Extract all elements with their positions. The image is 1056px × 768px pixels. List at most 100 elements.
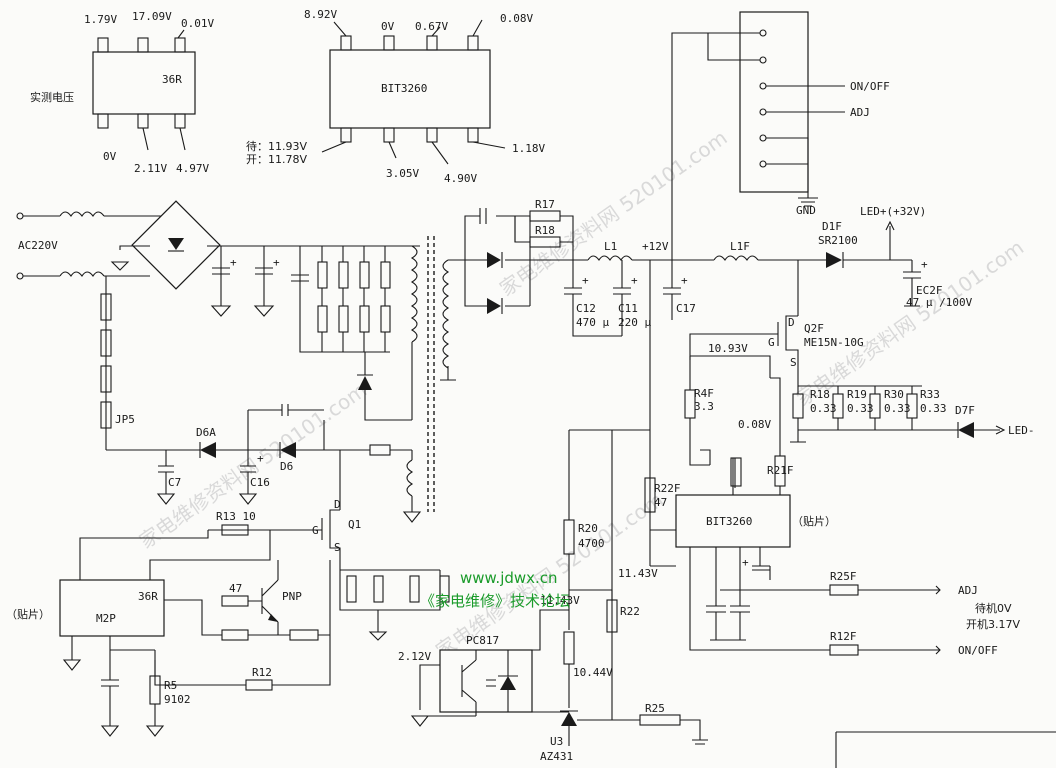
d7f-label: D7F — [955, 404, 975, 417]
adj-input-label: ADJ — [958, 584, 978, 597]
secondary-rectifier: R17 R18 L1 +12V + + C12 470 μ C11 220 μ +… — [448, 32, 973, 530]
svg-text:+: + — [257, 452, 264, 465]
r25f-label: R25F — [830, 570, 857, 583]
r18b-label: R18 — [810, 388, 830, 401]
on-off-input-label: ON/OFF — [958, 644, 998, 657]
measured-voltage-label: 实测电压 — [30, 90, 74, 104]
standby-0v-label: 待机0V — [975, 601, 1012, 615]
v-212-label: 2.12V — [398, 650, 431, 663]
q2f-part: ME15N-10G — [804, 336, 864, 349]
v-1143b-label: 11.43V — [540, 594, 580, 607]
standby-voltage-label: 待：11.93V — [246, 139, 307, 153]
pin-voltage: 0V — [381, 20, 395, 33]
pin-voltage: 3.05V — [386, 167, 419, 180]
c7-label: C7 — [168, 476, 181, 489]
snubber-network — [291, 246, 412, 421]
smd-label: （贴片） — [6, 607, 50, 621]
m2p-name: M2P — [96, 612, 116, 625]
r4f-label: R4F — [694, 387, 714, 400]
power-on-label: 开机3.17V — [966, 617, 1020, 631]
pin-voltage: 0.08V — [500, 12, 533, 25]
c11-value: 220 μ — [618, 316, 651, 329]
d1f-label: D1F — [822, 220, 842, 233]
connector-body — [739, 11, 809, 193]
svg-text:+: + — [631, 274, 638, 287]
primary-controller: D6A D6 C7 + C16 D G S Q1 R13 10 R12 M2P … — [6, 404, 450, 737]
pin-voltage: 1.79V — [84, 13, 117, 26]
svg-text:+: + — [582, 274, 589, 287]
svg-text:+: + — [742, 556, 749, 569]
q1-gate-label: G — [312, 524, 319, 537]
forum-caption: 《家电维修》技术论坛 — [420, 592, 570, 610]
chip-36r-measured: 1.79V 17.09V 0.01V 36R 实测电压 0V 2.11V 4.9… — [30, 10, 214, 175]
svg-text:+: + — [230, 256, 237, 269]
r22f-label: R22F — [654, 482, 681, 495]
pin-voltage: 8.92V — [304, 8, 337, 21]
pin-voltage: 1.18V — [512, 142, 545, 155]
pin-voltage: 17.09V — [132, 10, 172, 23]
ec2f-value: 47 μ /100V — [906, 296, 973, 309]
plus12-label: +12V — [642, 240, 669, 253]
d6a-label: D6A — [196, 426, 216, 439]
svg-text:+: + — [681, 274, 688, 287]
pin-voltage: 0.01V — [181, 17, 214, 30]
q1-source-label: S — [334, 541, 341, 554]
ec2f-label: EC2F — [916, 284, 943, 297]
sr2100-label: SR2100 — [818, 234, 858, 247]
d6-label: D6 — [280, 460, 293, 473]
pin-voltage: 4.97V — [176, 162, 209, 175]
r-value: 0.33 — [810, 402, 837, 415]
connector-adj-label: ADJ — [850, 106, 870, 119]
ac-input-label: AC220V — [18, 239, 58, 252]
q1-drain-label: D — [334, 498, 341, 511]
r21f-label: R21F — [767, 464, 794, 477]
jp5-label: JP5 — [115, 413, 135, 426]
site-url: www.jdwx.cn — [460, 569, 558, 587]
pc817-optocoupler — [439, 649, 533, 713]
chip-bit3260-body — [329, 49, 491, 129]
c12-value: 470 μ — [576, 316, 609, 329]
pin-voltage: 2.11V — [134, 162, 167, 175]
on-voltage-label: 开：11.78V — [246, 153, 307, 166]
chip-name: 36R — [162, 73, 182, 86]
chip-name: BIT3260 — [381, 82, 427, 95]
svg-text:+: + — [273, 256, 280, 269]
r17-label: R17 — [535, 198, 555, 211]
r20-label: R20 — [578, 522, 598, 535]
l1-label: L1 — [604, 240, 617, 253]
q2f-gate-label: G — [768, 336, 775, 349]
c11-label: C11 — [618, 302, 638, 315]
r-value: 0.33 — [847, 402, 874, 415]
chip-bit3260-lower: BIT3260 （贴片） R22F 47 11.43V + R25F R12F … — [611, 429, 1020, 720]
gnd-label: GND — [796, 204, 816, 217]
r-value: 0.33 — [920, 402, 947, 415]
ac-input-section: AC220V + + JP5 — [16, 200, 420, 450]
c12-label: C12 — [576, 302, 596, 315]
r-value: 0.33 — [884, 402, 911, 415]
r22f-value: 47 — [654, 496, 667, 509]
bit3260-lower-body — [675, 494, 791, 548]
transformer — [402, 236, 456, 523]
r22-label: R22 — [620, 605, 640, 618]
r5-value: 9102 — [164, 693, 191, 706]
q1-label: Q1 — [348, 518, 361, 531]
q2f-label: Q2F — [804, 322, 824, 335]
chip-36r-body — [92, 51, 196, 115]
connector-on-off-label: ON/OFF — [850, 80, 890, 93]
led-driver-stage: D Q2F ME15N-10G G S 10.93V R4F 3.3 R18 0… — [684, 260, 1035, 495]
c16-label: C16 — [250, 476, 270, 489]
output-connector: ON/OFF ADJ GND — [707, 11, 890, 217]
smd-label: （贴片） — [792, 514, 836, 528]
v-008-label: 0.08V — [738, 418, 771, 431]
az431-label: AZ431 — [540, 750, 573, 763]
led-plus-label: LED+(+32V) — [860, 205, 926, 218]
pc817-label: PC817 — [466, 634, 499, 647]
bit3260-name: BIT3260 — [706, 515, 752, 528]
r33-label: R33 — [920, 388, 940, 401]
r19-label: R19 — [847, 388, 867, 401]
r18-label: R18 — [535, 224, 555, 237]
pin-voltage: 0V — [103, 150, 117, 163]
svg-text:+: + — [921, 258, 928, 271]
feedback-section: R20 4700 R22 11.43V 10.44V U3 AZ431 R25 … — [398, 429, 708, 763]
m2p-controller — [59, 579, 165, 637]
